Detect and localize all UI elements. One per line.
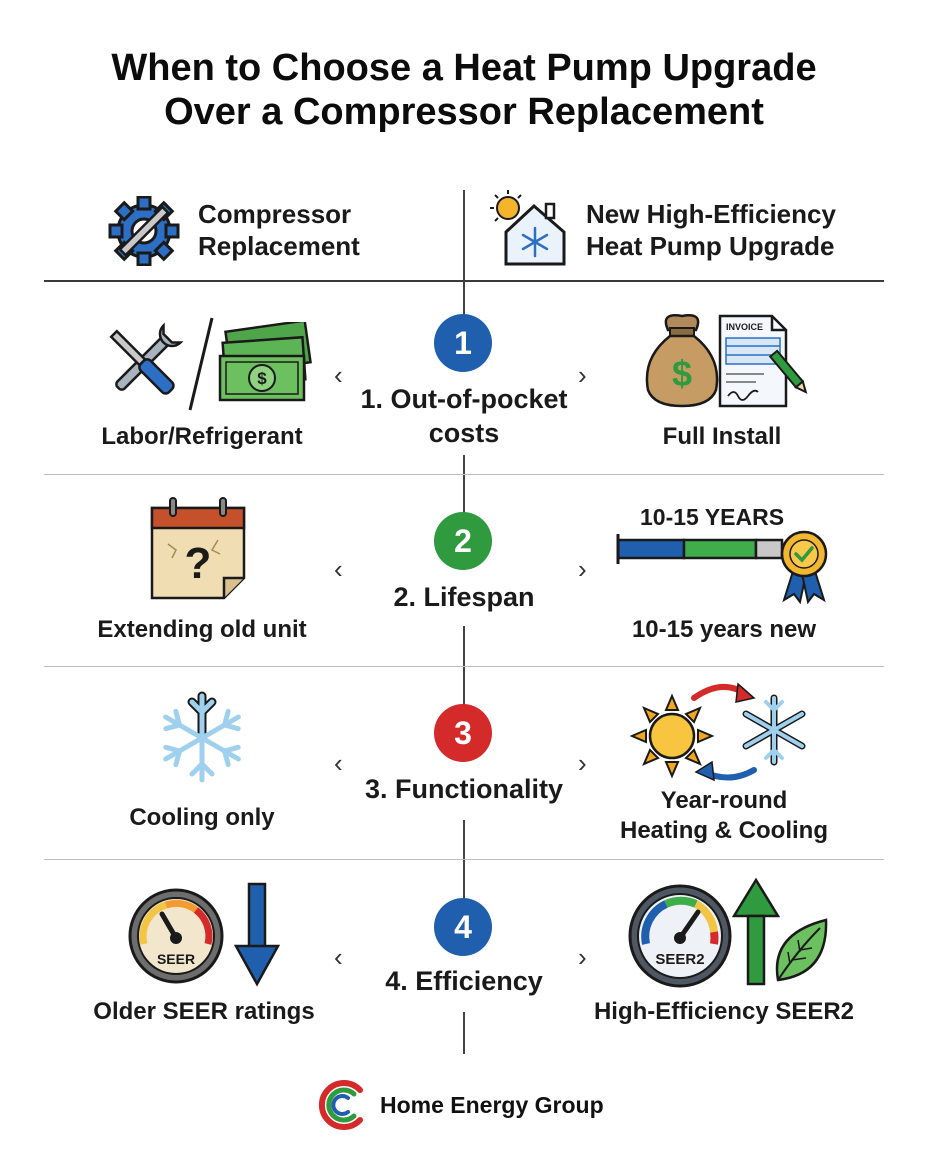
row4-center-label: 4. Efficiency [324,964,604,998]
row3-left-label: Cooling only [129,804,275,831]
row3-right-line-2: Heating & Cooling [620,817,828,844]
svg-text:?: ? [185,539,212,588]
row2-left-chevron: ‹ [334,554,343,584]
seer-gauge-icon: SEER [128,888,224,984]
page-title: When to Choose a Heat Pump Upgrade Over … [0,46,928,134]
left-column-header: Compressor Replacement [198,198,360,262]
lifespan-bar-label: 10-15 YEARS [640,504,785,530]
wrench-screwdriver-icon [109,322,184,395]
row3-center-line-1: 3. Functionality [364,774,564,804]
invoice-label: INVOICE [726,322,763,332]
center-divider-top [463,190,465,316]
row1-center-line-1: 1. Out-of-pocket [360,384,568,414]
row3-right-label: Year-round Heating & Cooling [564,786,884,846]
row-divider-1 [44,474,884,475]
slash-divider-icon [188,317,214,411]
row3-left-chevron: ‹ [334,748,343,778]
row4-right-chevron: › [578,942,587,972]
calendar-question-icon: ? [150,497,246,600]
row1-left-label: Labor/Refrigerant [101,423,303,450]
heating-cooling-cycle-icon [630,682,806,782]
seer-gauge-label: SEER [157,951,195,967]
center-divider-3 [463,820,465,900]
center-divider-1 [463,455,465,515]
footer-brand: Home Energy Group [380,1092,604,1118]
row1-right-chevron: › [578,360,587,390]
svg-text:$: $ [672,353,692,394]
money-bag-icon: $ [645,314,719,408]
title-line-2: Over a Compressor Replacement [164,91,764,133]
right-header-line-1: New High-Efficiency [586,199,836,229]
row2-center-line-1: 2. Lifespan [393,582,535,612]
row3-number-badge: 3 [434,704,492,762]
row4-left-chevron: ‹ [334,942,343,972]
header-divider [44,280,884,282]
row2-right-chevron: › [578,554,587,584]
up-arrow-icon [732,877,780,986]
row-divider-3 [44,859,884,860]
row2-center-label: 2. Lifespan [324,580,604,614]
row-divider-2 [44,666,884,667]
cash-bills-icon: $ [218,322,312,402]
row2-right-label: 10-15 years new [631,616,817,643]
row4-center-line-1: 4. Efficiency [385,966,543,996]
down-arrow-icon [234,882,280,987]
row2-number-badge: 2 [434,512,492,570]
gear-wrench-icon [108,196,180,266]
snowflake-icon [163,691,241,783]
right-column-header: New High-Efficiency Heat Pump Upgrade [586,198,836,262]
row1-right-label: Full Install [662,423,782,450]
svg-text:$: $ [257,369,267,388]
row1-left-chevron: ‹ [334,360,343,390]
row4-number-badge: 4 [434,898,492,956]
home-energy-group-logo [318,1080,363,1130]
row4-left-label: Older SEER ratings [93,998,315,1025]
row3-right-chevron: › [578,748,587,778]
center-divider-4 [463,1012,465,1054]
right-header-line-2: Heat Pump Upgrade [586,231,835,261]
row3-right-line-1: Year-round [660,787,788,814]
seer2-gauge-label: SEER2 [655,951,704,968]
row3-center-label: 3. Functionality [324,772,604,806]
lifespan-bar [616,530,828,604]
left-header-line-2: Replacement [198,231,360,261]
row1-center-line-2: costs [428,418,500,448]
row2-left-label: Extending old unit [97,616,307,643]
leaf-icon [775,918,828,982]
row4-right-label: High-Efficiency SEER2 [593,998,855,1025]
row1-number-badge: 1 [434,314,492,372]
house-sun-snowflake-icon [490,190,566,266]
invoice-document-icon: INVOICE [718,314,808,408]
seer2-gauge-icon: SEER2 [628,884,732,988]
row1-center-label: 1. Out-of-pocket costs [324,382,604,450]
left-header-line-1: Compressor [198,199,352,229]
title-line-1: When to Choose a Heat Pump Upgrade [111,47,817,89]
